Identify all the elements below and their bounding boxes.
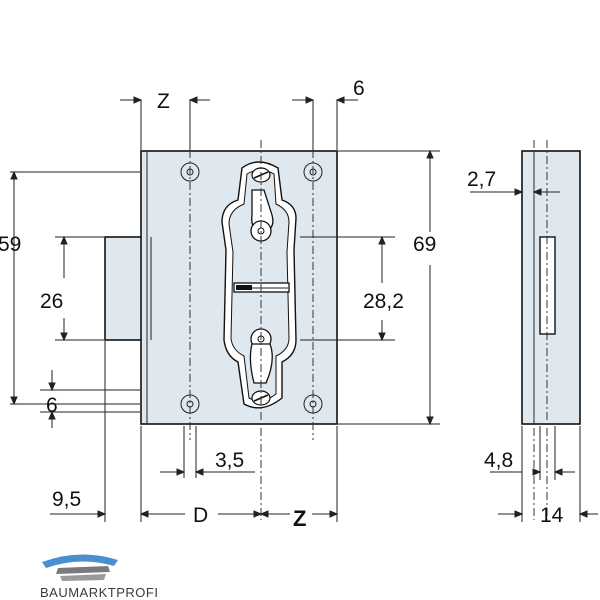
- dim-d: D: [193, 504, 208, 527]
- dim-z-top: Z: [157, 90, 170, 113]
- dim-2-7: 2,7: [467, 168, 496, 191]
- dim-28-2: 28,2: [363, 290, 404, 313]
- dim-69: 69: [413, 233, 436, 256]
- dim-14: 14: [540, 504, 564, 527]
- dim-3-5: 3,5: [215, 449, 244, 472]
- dim-9-5: 9,5: [52, 488, 81, 511]
- dim-z-bottom: Z: [293, 506, 306, 531]
- dim-6-top: 6: [353, 77, 365, 100]
- lock-front-view: [104, 140, 338, 520]
- lock-side-view: [521, 140, 581, 520]
- dimension-lines: [10, 96, 598, 522]
- logo-text: BAUMARKTPROFI: [40, 585, 158, 600]
- dim-6-left: 6: [46, 394, 58, 417]
- dim-26: 26: [40, 290, 63, 313]
- baumarktprofi-logo: BAUMARKTPROFI: [40, 554, 158, 600]
- lock-bolt: [104, 236, 146, 341]
- dimension-labels: Z 6 2,7 59 69 26 28,2 6 3,5 4,8 9,5 D Z …: [0, 77, 564, 531]
- logo-roof-icon: [42, 554, 118, 568]
- dim-59: 59: [0, 233, 21, 256]
- dim-4-8: 4,8: [484, 449, 513, 472]
